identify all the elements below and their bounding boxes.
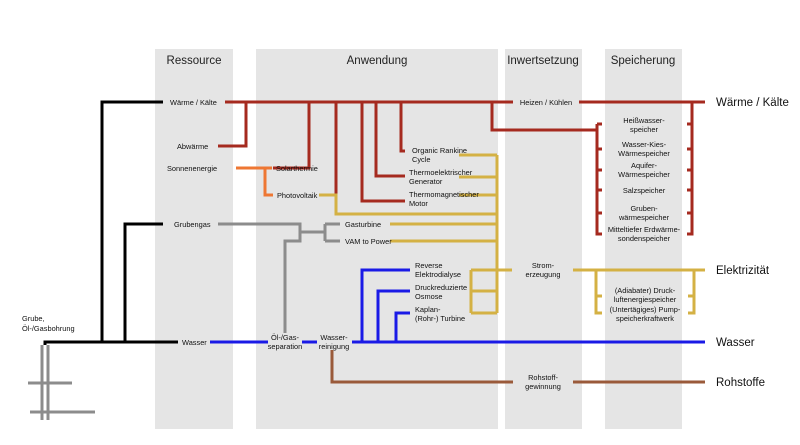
app-oelgas-line2: separation — [268, 342, 303, 351]
app-pro-line2: Osmose — [415, 292, 443, 301]
mine-connections — [43, 100, 178, 345]
column-inwertsetzung-bg — [505, 49, 582, 429]
app-tmm-line1: Thermomagnetischer — [409, 190, 479, 199]
rawmaterial-connections — [330, 350, 705, 384]
resource-abwaerme: Abwärme — [177, 142, 208, 151]
column-ressource-bg — [155, 49, 233, 429]
column-inwertsetzung-title: Inwertsetzung — [507, 55, 579, 67]
store-gruben-line1: Gruben- — [630, 204, 658, 213]
app-pro-line1: Druckreduzierte — [415, 283, 467, 292]
store-kies-line2: Wärmespeicher — [618, 149, 670, 158]
val-strom-line2: erzeugung — [526, 270, 561, 279]
app-tmm-line2: Motor — [409, 199, 428, 208]
app-red-line2: Elektrodialyse — [415, 270, 461, 279]
output-rohstoffe: Rohstoffe — [716, 377, 765, 389]
app-teg-line2: Generator — [409, 177, 443, 186]
output-elektrizitaet: Elektrizität — [716, 265, 770, 277]
app-red-line1: Reverse — [415, 261, 443, 270]
val-rohstoff-line1: Rohstoff- — [528, 373, 558, 382]
store-aquifer-line1: Aquifer- — [631, 161, 657, 170]
app-teg-line1: Thermoelektrischer — [409, 168, 473, 177]
store-pump-line2: speicherkraftwerk — [616, 314, 674, 323]
solar-connections — [236, 166, 273, 197]
source-label-line1: Grube, — [22, 314, 45, 323]
resource-wasser: Wasser — [182, 338, 207, 347]
store-heisswasser-line1: Heißwasser- — [623, 116, 665, 125]
app-vam: VAM to Power — [345, 237, 392, 246]
column-ressource-title: Ressource — [167, 55, 222, 67]
store-pump-line1: (Untertägiges) Pump- — [610, 305, 681, 314]
app-wasserreinigung-line1: Wasser- — [320, 333, 348, 342]
heat-network — [218, 100, 705, 236]
app-photovoltaik: Photovoltaik — [277, 191, 318, 200]
store-heisswasser-line2: speicher — [630, 125, 658, 134]
store-erdwaerme-line2: sondenspeicher — [618, 234, 671, 243]
store-druckluft-line1: (Adiabater) Druck- — [615, 286, 676, 295]
app-solarthermie: Solarthermie — [276, 164, 318, 173]
borehole-symbol — [28, 345, 95, 420]
store-kies-line1: Wasser-Kies- — [622, 140, 667, 149]
water-network — [210, 268, 705, 344]
output-wasser: Wasser — [716, 337, 755, 349]
source-label-line2: Öl-/Gasbohrung — [22, 324, 75, 333]
app-wasserreinigung-line2: reinigung — [319, 342, 349, 351]
app-orc-line2: Cycle — [412, 155, 430, 164]
app-orc-line1: Organic Rankine — [412, 146, 467, 155]
store-druckluft-line2: luftenergiespeicher — [614, 295, 677, 304]
resource-waerme: Wärme / Kälte — [170, 98, 217, 107]
column-speicherung-bg — [605, 49, 682, 429]
val-strom-line1: Strom- — [532, 261, 555, 270]
column-speicherung-title: Speicherung — [611, 55, 676, 67]
column-anwendung-title: Anwendung — [347, 55, 408, 67]
store-erdwaerme-line1: Mitteltiefer Erdwärme- — [608, 225, 681, 234]
app-kaplan-line2: (Rohr-) Turbine — [415, 314, 465, 323]
output-waerme: Wärme / Kälte — [716, 97, 789, 109]
store-salz: Salzspeicher — [623, 186, 666, 195]
app-gasturbine: Gasturbine — [345, 220, 381, 229]
store-gruben-line2: wärmespeicher — [618, 213, 670, 222]
minegas-connections — [218, 222, 340, 333]
electricity-network — [319, 153, 705, 315]
app-oelgas-line1: Öl-/Gas- — [271, 333, 299, 342]
resource-sonnenenergie: Sonnenenergie — [167, 164, 217, 173]
resource-grubengas: Grubengas — [174, 220, 211, 229]
store-aquifer-line2: Wärmespeicher — [618, 170, 670, 179]
val-heizen: Heizen / Kühlen — [520, 98, 572, 107]
val-rohstoff-line2: gewinnung — [525, 382, 561, 391]
app-kaplan-line1: Kaplan- — [415, 305, 441, 314]
